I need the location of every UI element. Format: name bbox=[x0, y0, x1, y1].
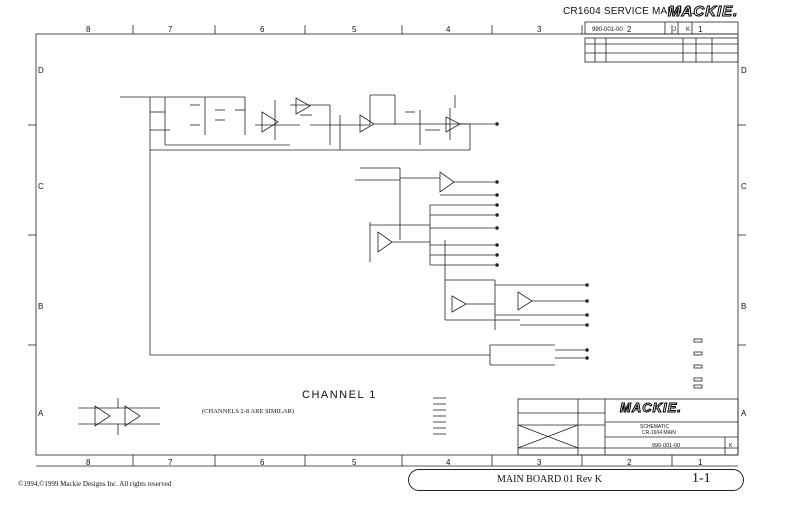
zone-left-d: D bbox=[38, 66, 44, 75]
power-decoupling bbox=[78, 398, 160, 435]
zone-top-2: 2 bbox=[627, 25, 632, 34]
zone-top-5: 5 bbox=[352, 25, 357, 34]
zone-left-a: A bbox=[38, 409, 44, 418]
side-zone-ticks bbox=[28, 124, 746, 346]
zone-left-b: B bbox=[38, 302, 44, 311]
zone-top-8: 8 bbox=[86, 25, 91, 34]
revision-block-lines bbox=[584, 21, 739, 63]
title-block-schematic-label: SCHEMATIC bbox=[640, 424, 670, 430]
zone-top-6: 6 bbox=[260, 25, 265, 34]
title-block-logo: MACKIE. bbox=[620, 400, 682, 416]
top-zone-ticks bbox=[132, 25, 673, 34]
zone-right-b: B bbox=[741, 302, 747, 311]
page-number: 1-1 bbox=[692, 471, 711, 486]
zone-bottom-3: 3 bbox=[537, 458, 542, 467]
channel-title: CHANNEL 1 bbox=[302, 389, 377, 401]
zone-top-7: 7 bbox=[168, 25, 173, 34]
zone-bottom-1: 1 bbox=[698, 458, 703, 467]
zone-right-a: A bbox=[741, 409, 747, 418]
zone-top-4: 4 bbox=[446, 25, 451, 34]
title-block-lines bbox=[517, 398, 739, 456]
zone-bottom-7: 7 bbox=[168, 458, 173, 467]
zone-left-c: C bbox=[38, 182, 44, 191]
title-block-rev: K bbox=[729, 443, 733, 449]
board-label: MAIN BOARD 01 Rev K bbox=[497, 474, 602, 485]
zone-bottom-5: 5 bbox=[352, 458, 357, 467]
revision-letter-k: K bbox=[686, 27, 691, 33]
copyright-notice: ©1994,©1999 Mackie Designs Inc. All righ… bbox=[18, 480, 172, 488]
zone-top-1: 1 bbox=[698, 25, 703, 34]
manual-title: CR1604 SERVICE MANUAL bbox=[563, 6, 695, 17]
channel-note: (CHANNELS 2-8 ARE SIMILAR) bbox=[202, 408, 294, 415]
zone-top-3: 3 bbox=[537, 25, 542, 34]
aux-section-wires bbox=[355, 167, 585, 366]
brand-logo: MACKIE. bbox=[667, 3, 739, 21]
drawing-frame bbox=[35, 33, 739, 456]
output-connectors bbox=[495, 122, 589, 360]
connector-stack bbox=[433, 397, 446, 435]
input-stage-wires bbox=[120, 94, 495, 151]
legend-box bbox=[693, 338, 703, 389]
bottom-zone-ticks bbox=[36, 455, 738, 467]
revision-letter-j: J bbox=[673, 27, 676, 33]
zone-bottom-2: 2 bbox=[627, 458, 632, 467]
title-block-drawing-number: 990-001-00 bbox=[652, 443, 681, 449]
footer-label-box bbox=[408, 469, 744, 491]
zone-bottom-6: 6 bbox=[260, 458, 265, 467]
zone-right-d: D bbox=[741, 66, 747, 75]
title-block-subtitle: CR-1604 MAIN bbox=[642, 430, 676, 436]
zone-right-c: C bbox=[741, 182, 747, 191]
revision-doc-number: 990-001-00 bbox=[592, 27, 623, 33]
zone-bottom-4: 4 bbox=[446, 458, 451, 467]
zone-bottom-8: 8 bbox=[86, 458, 91, 467]
